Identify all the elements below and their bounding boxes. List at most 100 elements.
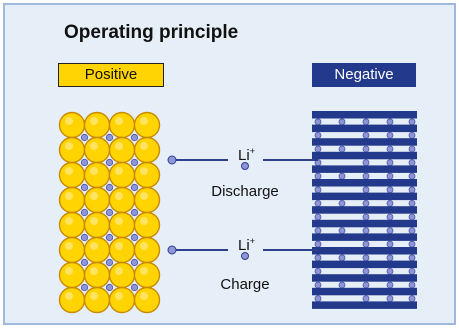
lithium-ion-dot [386, 281, 394, 289]
lithium-ion-dot [362, 227, 370, 235]
lithium-ion-dot [386, 227, 394, 235]
cathode-sphere [133, 161, 161, 189]
discharge-label: Discharge [211, 183, 279, 200]
cathode-sphere [83, 211, 111, 239]
lithium-ion-dot [314, 199, 322, 207]
lithium-ion-dot [362, 186, 370, 194]
graphite-layer [312, 138, 417, 146]
lithium-ion-dot [408, 159, 416, 167]
lithium-ion-dot [130, 183, 139, 192]
cathode-sphere [108, 261, 136, 289]
diagram-title: Operating principle [64, 22, 239, 43]
sphere-highlight [65, 142, 73, 150]
lithium-ion-dot [362, 254, 370, 262]
sphere-highlight [65, 167, 73, 175]
lithium-ion-dot [105, 208, 114, 217]
lithium-ion-dot [408, 240, 416, 248]
lithium-ion-dot [362, 145, 370, 153]
sphere-highlight [65, 217, 73, 225]
lithium-ion-dot [408, 267, 416, 275]
cathode-sphere [58, 286, 86, 314]
cathode-sphere [58, 261, 86, 289]
lithium-ion-dot [314, 295, 322, 303]
sphere-highlight [115, 167, 123, 175]
sphere-highlight [140, 142, 148, 150]
lithium-ion-dot [362, 240, 370, 248]
graphite-layer [312, 219, 417, 228]
cathode-sphere [133, 286, 161, 314]
graphite-layer [312, 287, 417, 296]
lithium-ion-dot [167, 245, 177, 255]
sphere-highlight [140, 217, 148, 225]
lithium-ion-dot [105, 183, 114, 192]
lithium-ion-dot [130, 258, 139, 267]
cathode-sphere [133, 236, 161, 264]
negative-electrode-label: Negative [312, 63, 416, 87]
lithium-ion-dot [408, 295, 416, 303]
cathode-sphere [133, 261, 161, 289]
lithium-ion-dot [130, 208, 139, 217]
graphite-layer [312, 233, 417, 241]
sphere-highlight [90, 117, 98, 125]
lithium-ion-dot [80, 133, 89, 142]
lithium-ion-dot [167, 155, 177, 165]
lithium-ion-dot [105, 258, 114, 267]
sphere-highlight [65, 267, 73, 275]
cathode-sphere [133, 111, 161, 139]
lithium-ion-dot [80, 283, 89, 292]
cathode-sphere [83, 286, 111, 314]
lithium-ion-dot [386, 172, 394, 180]
lithium-ion-dot [386, 213, 394, 221]
sphere-highlight [140, 267, 148, 275]
graphite-layer [312, 111, 417, 119]
sphere-highlight [115, 217, 123, 225]
lithium-ion-dot [386, 131, 394, 139]
discharge-connection: Li+ Discharge [167, 146, 318, 200]
graphite-layer [312, 179, 417, 187]
lithium-ion-dot [362, 118, 370, 126]
lithium-ion-dot [386, 186, 394, 194]
lithium-ion-dot [408, 227, 416, 235]
lithium-ion-dot [386, 199, 394, 207]
cathode-sphere [108, 186, 136, 214]
lithium-ion-dot [386, 254, 394, 262]
sphere-highlight [140, 117, 148, 125]
lithium-ion-dot [408, 172, 416, 180]
sphere-highlight [115, 242, 123, 250]
cathode-sphere [83, 236, 111, 264]
lithium-ion-dot [408, 254, 416, 262]
lithium-ion-dot [386, 118, 394, 126]
lithium-ion-dot [408, 145, 416, 153]
lithium-ion-dot [338, 227, 346, 235]
graphite-layer [312, 206, 417, 214]
sphere-highlight [90, 292, 98, 300]
lithium-ion-dot [362, 172, 370, 180]
lithium-ion-dot [408, 213, 416, 221]
sphere-highlight [90, 167, 98, 175]
graphite-layer [312, 151, 417, 160]
cathode-sphere [108, 211, 136, 239]
sphere-highlight [90, 267, 98, 275]
lithium-ion-dot [105, 233, 114, 242]
sphere-highlight [65, 242, 73, 250]
lithium-ion-dot [130, 133, 139, 142]
sphere-highlight [90, 242, 98, 250]
cathode-sphere [133, 186, 161, 214]
lithium-ion-dot [105, 158, 114, 167]
sphere-highlight [65, 292, 73, 300]
cathode-sphere [133, 136, 161, 164]
lithium-ion-dot [314, 145, 322, 153]
charge-connection: Li+ Charge [167, 236, 318, 293]
lithium-ion-dot [314, 227, 322, 235]
cathode-sphere [83, 111, 111, 139]
lithium-ion-dot [314, 240, 322, 248]
lithium-ion-dot [338, 118, 346, 126]
cathode-sphere [58, 236, 86, 264]
cathode-sphere [108, 161, 136, 189]
lithium-ion-dot [386, 240, 394, 248]
lithium-ion-dot [408, 118, 416, 126]
cathode-sphere [108, 236, 136, 264]
sphere-highlight [65, 192, 73, 200]
lithium-ion-dot [80, 158, 89, 167]
